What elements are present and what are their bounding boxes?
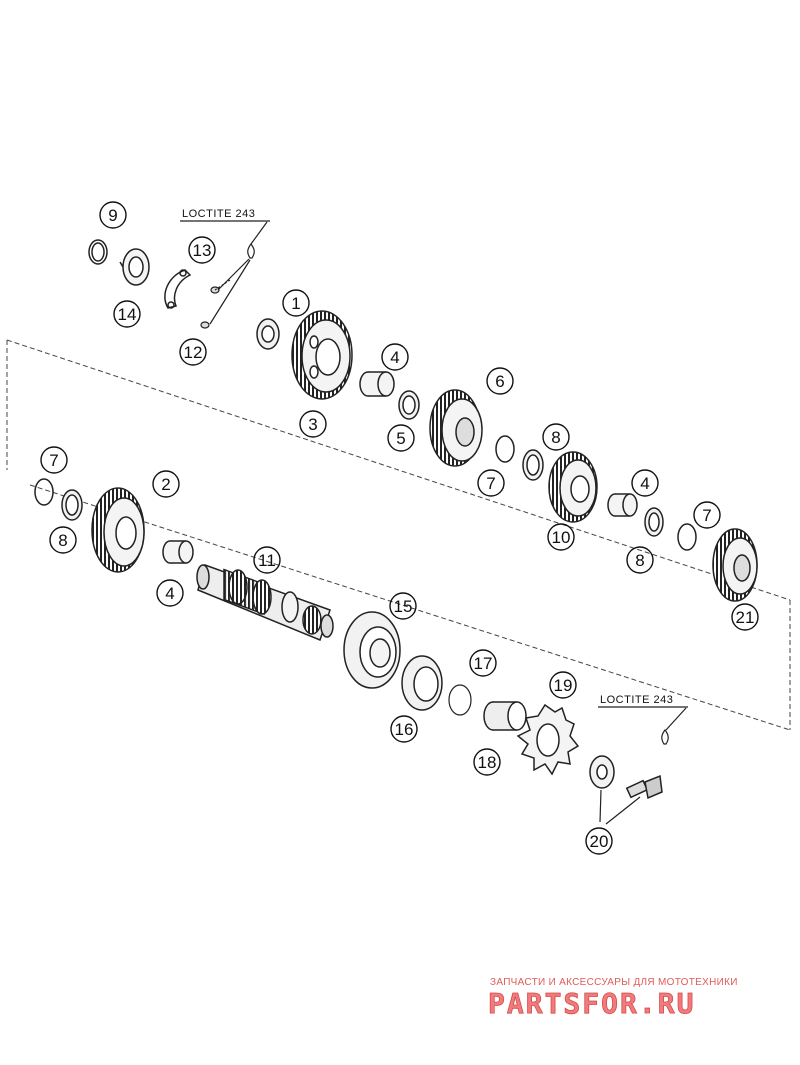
screw-part-12 bbox=[200, 279, 231, 329]
callout-number: 12 bbox=[184, 343, 203, 362]
callout-number: 7 bbox=[486, 474, 495, 493]
callout-circle bbox=[152, 470, 180, 498]
callout-number: 1 bbox=[291, 294, 300, 313]
spacer-sleeve-part-18 bbox=[483, 701, 527, 731]
circlip-part-9 bbox=[88, 239, 108, 265]
thrust-washer-part-8b bbox=[644, 507, 664, 537]
callout-number: 14 bbox=[118, 305, 137, 324]
callout-circle bbox=[387, 424, 415, 452]
callout-number: 20 bbox=[590, 832, 609, 851]
callout-circle bbox=[693, 501, 721, 529]
needle-bearing-part-4 bbox=[359, 371, 395, 397]
callout-circle bbox=[299, 410, 327, 438]
callout-number: 9 bbox=[108, 206, 117, 225]
gear-part-6 bbox=[429, 389, 483, 467]
callout-circles bbox=[40, 201, 759, 855]
thrust-washer-part-8 bbox=[522, 449, 544, 481]
countershaft-part-11 bbox=[196, 564, 334, 641]
callout-number: 10 bbox=[552, 528, 571, 547]
callout-number: 13 bbox=[193, 241, 212, 260]
circlip-part-7c bbox=[34, 478, 54, 506]
callout-number: 4 bbox=[165, 584, 174, 603]
callout-circle bbox=[40, 446, 68, 474]
callout-number: 18 bbox=[478, 753, 497, 772]
watermark-logo: PARTSFOR.RU bbox=[488, 987, 695, 1020]
callout-circle bbox=[188, 236, 216, 264]
watermark-tagline: ЗАПЧАСТИ И АКСЕССУАРЫ ДЛЯ МОТОТЕХНИКИ bbox=[490, 977, 738, 988]
needle-bearing-part-4b bbox=[607, 493, 638, 517]
bearing-part-14 bbox=[119, 248, 150, 286]
callout-number: 8 bbox=[635, 551, 644, 570]
loctite-drop-icon bbox=[180, 220, 270, 325]
callout-circle bbox=[477, 469, 505, 497]
assembly-axis-lines bbox=[6, 339, 791, 731]
loctite-drop-icon-bottom bbox=[598, 706, 688, 825]
callout-circle bbox=[626, 546, 654, 574]
sprocket-bolt-part-20 bbox=[589, 755, 663, 800]
callout-number: 19 bbox=[554, 676, 573, 695]
callout-number: 7 bbox=[49, 451, 58, 470]
circlip-part-7b bbox=[677, 523, 697, 551]
callout-circle bbox=[113, 300, 141, 328]
callout-number: 5 bbox=[396, 429, 405, 448]
callout-number: 21 bbox=[736, 608, 755, 627]
callout-circle bbox=[631, 469, 659, 497]
callout-circle bbox=[253, 546, 281, 574]
callout-number: 4 bbox=[640, 474, 649, 493]
callout-circle bbox=[381, 343, 409, 371]
gear-part-3 bbox=[291, 310, 353, 400]
thrust-washer-part-8c bbox=[61, 489, 83, 521]
circlip-part-7 bbox=[495, 435, 515, 463]
gear-part-21 bbox=[712, 528, 758, 602]
bearing-retainer-part-13 bbox=[164, 269, 192, 309]
callout-number: 11 bbox=[258, 551, 276, 570]
gear-part-10 bbox=[548, 451, 598, 523]
callout-circle bbox=[585, 827, 613, 855]
callout-number: 4 bbox=[390, 348, 399, 367]
callout-circle bbox=[179, 338, 207, 366]
callout-circle bbox=[389, 592, 417, 620]
needle-bearing-part-4c bbox=[162, 540, 194, 564]
callout-number: 7 bbox=[702, 506, 711, 525]
callout-circle bbox=[282, 289, 310, 317]
callout-number: 8 bbox=[58, 531, 67, 550]
callout-circle bbox=[49, 526, 77, 554]
callout-circle bbox=[549, 671, 577, 699]
callout-number: 15 bbox=[394, 597, 413, 616]
thrust-washer-part-1 bbox=[256, 318, 280, 350]
callout-circle bbox=[547, 523, 575, 551]
callout-number: 3 bbox=[308, 415, 317, 434]
shaft-seal-part-16 bbox=[401, 655, 443, 711]
callout-circle bbox=[99, 201, 127, 229]
callout-circle bbox=[542, 423, 570, 451]
callout-number: 6 bbox=[495, 372, 504, 391]
sprocket-part-19 bbox=[516, 703, 580, 776]
callout-circle bbox=[473, 748, 501, 776]
callout-number: 17 bbox=[474, 654, 493, 673]
callout-circle bbox=[469, 649, 497, 677]
callout-circle bbox=[390, 715, 418, 743]
loctite-label-top: LOCTITE 243 bbox=[182, 208, 255, 220]
loctite-label-bottom: LOCTITE 243 bbox=[600, 694, 673, 706]
callout-number: 2 bbox=[161, 475, 170, 494]
callout-number: 16 bbox=[395, 720, 414, 739]
gear-part-2 bbox=[91, 487, 145, 573]
callout-circle bbox=[486, 367, 514, 395]
thrust-washer-part-5 bbox=[398, 390, 420, 420]
callout-number: 8 bbox=[551, 428, 560, 447]
o-ring-part-17 bbox=[448, 684, 472, 716]
callout-circle bbox=[731, 603, 759, 631]
callout-circle bbox=[156, 579, 184, 607]
ball-bearing-part-15 bbox=[343, 611, 401, 689]
